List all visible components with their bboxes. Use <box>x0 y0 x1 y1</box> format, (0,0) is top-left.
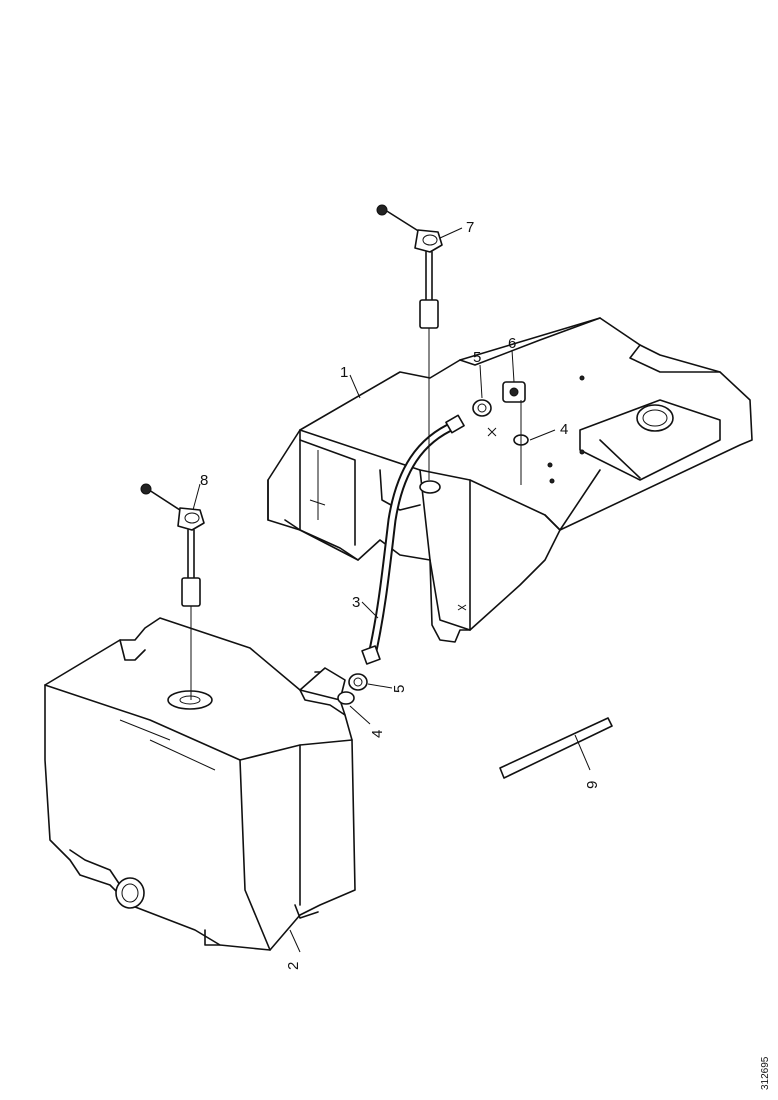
callout-5-upper: 5 <box>473 349 481 366</box>
callout-9: 9 <box>584 781 601 789</box>
strap <box>499 717 613 779</box>
fitting-set-lower <box>337 673 368 705</box>
callout-1: 1 <box>340 364 348 381</box>
leader-lines <box>192 227 591 953</box>
callout-8: 8 <box>200 472 208 489</box>
drawing-reference-number: 312695 <box>760 1056 771 1090</box>
callout-5-lower: 5 <box>391 685 408 693</box>
fitting-set-upper <box>472 381 529 485</box>
callout-labels: 1 2 3 4 4 5 5 6 7 8 9 <box>200 219 601 970</box>
callout-4-lower: 4 <box>369 730 386 738</box>
callout-2: 2 <box>285 962 302 970</box>
callout-7: 7 <box>466 219 474 236</box>
fuel-level-sender-upper <box>376 204 443 480</box>
main-fuel-tank <box>267 317 753 643</box>
fuel-level-sender-lower <box>140 483 205 700</box>
callout-6: 6 <box>508 335 516 352</box>
secondary-fuel-tank <box>44 617 356 951</box>
callout-3: 3 <box>352 594 360 611</box>
callout-4-upper: 4 <box>560 421 568 438</box>
connecting-hose <box>361 414 465 665</box>
